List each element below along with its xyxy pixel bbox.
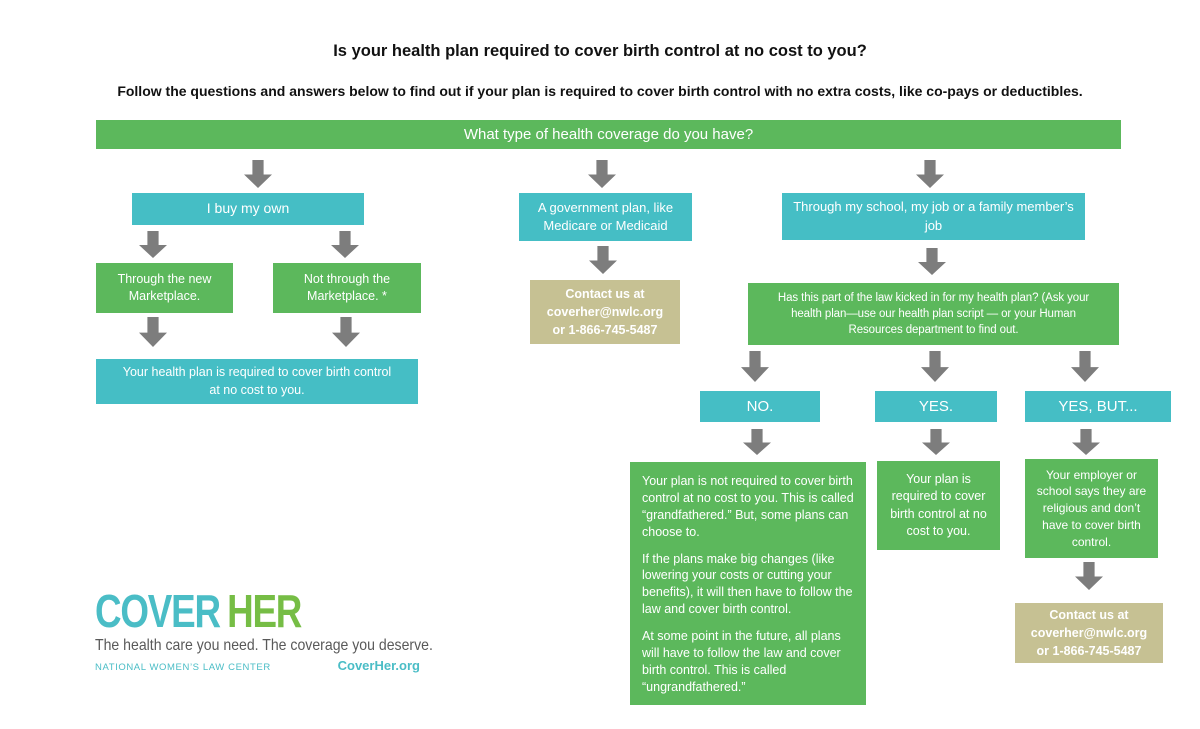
arrow-down-icon <box>1072 429 1100 455</box>
no-result-paragraph: If the plans make big changes (like lowe… <box>642 551 853 617</box>
arrow-down-icon <box>916 160 944 188</box>
arrow-down-icon <box>589 246 617 274</box>
no-result-paragraph: At some point in the future, all plans w… <box>642 629 841 694</box>
node-contact-us-yes-but: Contact us at coverher@nwlc.org or 1-866… <box>1015 603 1163 663</box>
org-name: NATIONAL WOMEN’S LAW CENTER <box>95 662 271 673</box>
page-title: Is your health plan required to cover bi… <box>333 42 867 60</box>
node-answer-yes-but: YES, BUT... <box>1025 391 1171 422</box>
node-not-through-marketplace: Not through the Marketplace. * <box>273 263 421 313</box>
node-contact-us-government: Contact us at coverher@nwlc.org or 1-866… <box>530 280 680 344</box>
node-yes-result: Your plan is required to cover birth con… <box>877 461 1000 550</box>
node-law-kicked-in-question: Has this part of the law kicked in for m… <box>748 283 1119 345</box>
no-result-paragraph: Your plan is not required to cover birth… <box>642 474 854 539</box>
node-school-job: Through my school, my job or a family me… <box>782 193 1085 240</box>
node-no-result-grandfathered: Your plan is not required to cover birth… <box>630 462 866 705</box>
arrow-down-icon <box>1071 351 1099 382</box>
node-government-plan: A government plan, like Medicare or Medi… <box>519 193 692 241</box>
node-answer-no: NO. <box>700 391 820 422</box>
arrow-down-icon <box>1075 562 1103 590</box>
coverher-logo: COVER HER <box>95 585 302 637</box>
logo-her-text: HER <box>227 585 302 637</box>
arrow-down-icon <box>588 160 616 188</box>
node-yes-but-result: Your employer or school says they are re… <box>1025 459 1158 558</box>
arrow-down-icon <box>244 160 272 188</box>
website-link: CoverHer.org <box>337 658 420 673</box>
node-through-marketplace: Through the new Marketplace. <box>96 263 233 313</box>
node-buy-my-own: I buy my own <box>132 193 364 225</box>
node-buy-own-result: Your health plan is required to cover bi… <box>96 359 418 404</box>
page-subtitle: Follow the questions and answers below t… <box>117 83 1083 99</box>
arrow-down-icon <box>331 231 359 258</box>
arrow-down-icon <box>741 351 769 382</box>
node-answer-yes: YES. <box>875 391 997 422</box>
node-root-question: What type of health coverage do you have… <box>96 120 1121 149</box>
logo-tagline: The health care you need. The coverage y… <box>95 637 433 654</box>
arrow-down-icon <box>332 317 360 347</box>
arrow-down-icon <box>139 231 167 258</box>
arrow-down-icon <box>743 429 771 455</box>
arrow-down-icon <box>918 248 946 275</box>
arrow-down-icon <box>921 351 949 382</box>
arrow-down-icon <box>922 429 950 455</box>
logo-cover-text: COVER <box>95 585 221 637</box>
arrow-down-icon <box>139 317 167 347</box>
